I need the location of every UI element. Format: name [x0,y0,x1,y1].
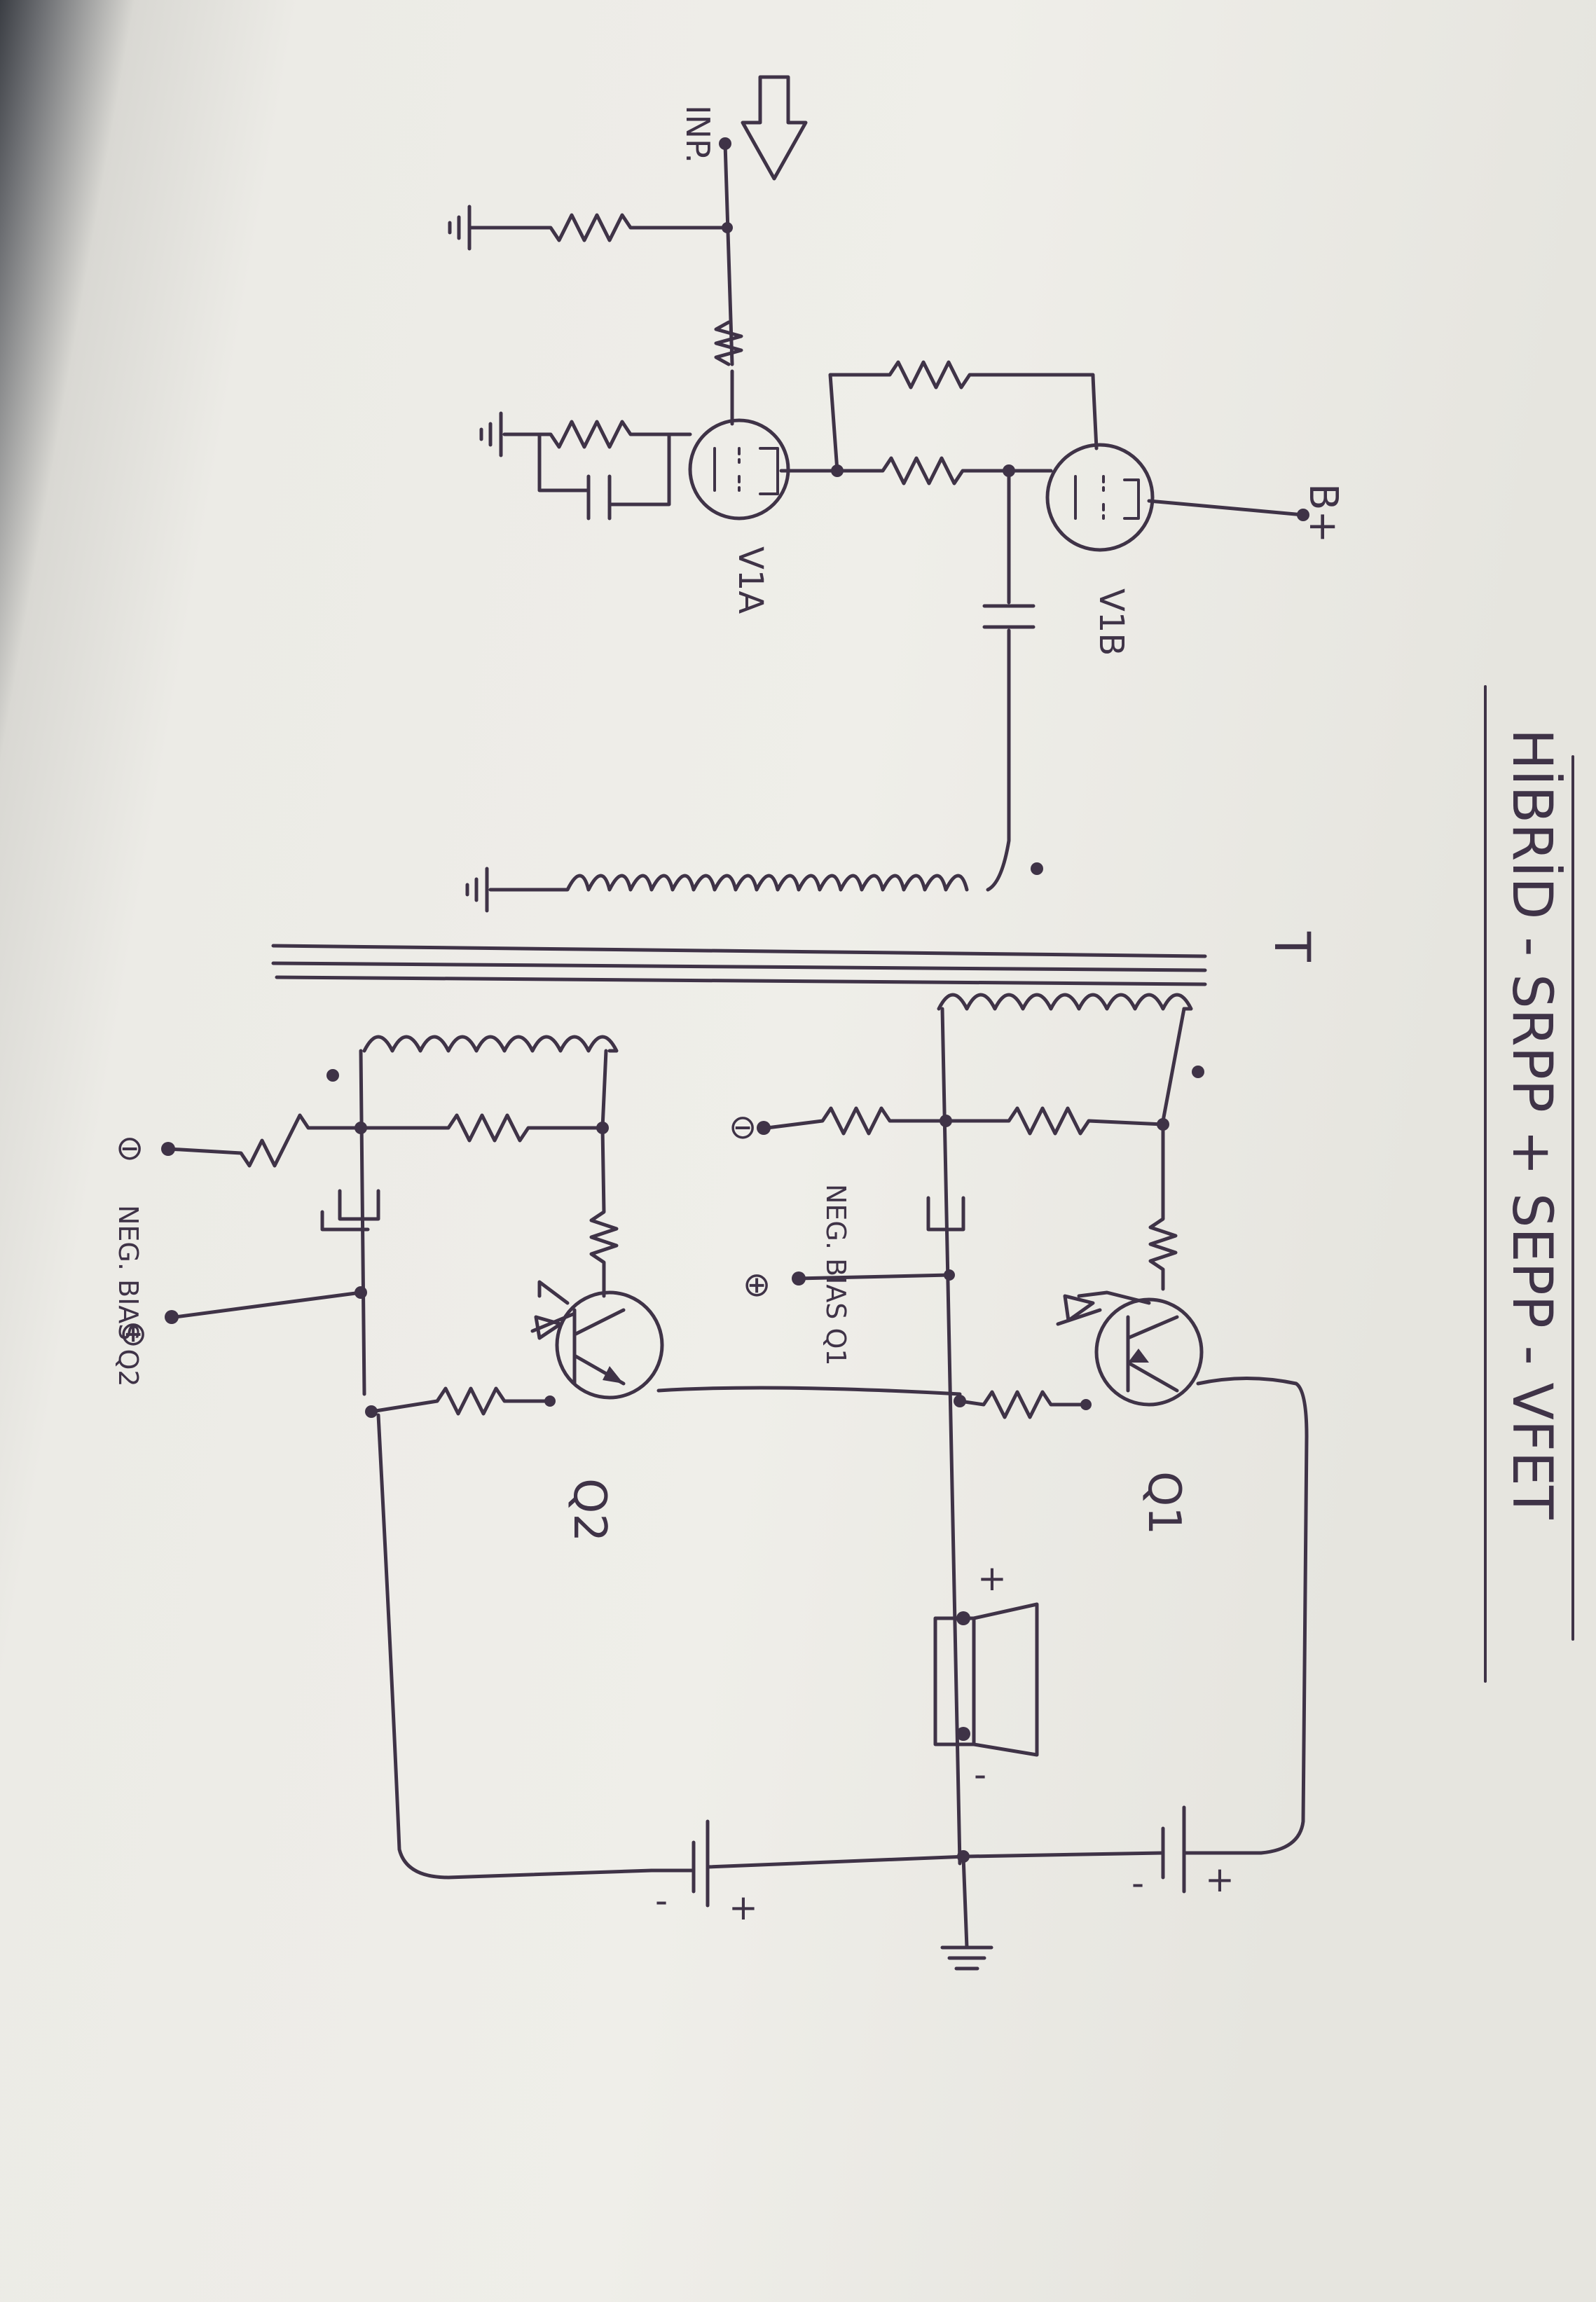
q1-secondary-phase-dot [1192,1066,1204,1078]
q1-zener-diode [1056,1290,1151,1326]
speaker-icon [933,1602,1039,1757]
battery-2 [965,1805,1207,1894]
ground-symbol-output [940,1945,993,1971]
q2-source-resistor [369,1386,552,1416]
ground-symbol-primary [465,867,489,913]
q2-drain-to-center-wire [656,1386,962,1396]
speaker-plus-label: + [977,1558,1007,1599]
q1-winding-right-wire [1161,1007,1186,1123]
tube-v1b-label: V1B [1092,588,1131,656]
q2-transistor [555,1290,664,1400]
srpp-cathode-resistor [835,456,1011,485]
q1-bias-plus-terminal [792,1271,806,1286]
q2-negative-rail [376,1413,654,1880]
q2-bias-resistor [166,1113,363,1168]
q2-bias-capacitor [338,1189,380,1221]
q1-bias-capacitor [926,1196,965,1232]
q1-drain-resistor [1148,1122,1178,1291]
q1-transistor [1094,1297,1204,1407]
cathode-bypass-wire-2 [537,432,591,492]
b-plus-terminal [1297,509,1309,521]
battery-1-plus: + [729,1887,758,1928]
tube-v1a-label: V1A [731,546,770,614]
coupling-capacitor [982,604,1036,629]
srpp-feedback-resistor [828,360,1099,473]
q2-bias-plus: ⊕ [119,1314,147,1353]
battery-2-minus: - [1131,1863,1144,1903]
battery-1-minus: - [655,1880,668,1921]
q1-bias-resistor [765,1106,948,1136]
q1-bias-text: NEG. BIAS Q1 [820,1184,851,1366]
cathode-bypass-capacitor [586,474,612,521]
transformer-primary-winding [488,874,969,892]
battery-1 [649,1819,969,1908]
input-arrow-icon [741,75,808,181]
q1-positive-rail [1196,1377,1309,1855]
grid-leak-resistor [467,213,729,242]
input-wire [723,142,734,366]
q1-label: Q1 [1138,1471,1190,1535]
cathode-resistor-v1a [502,420,692,449]
b-plus-label: B+ [1300,483,1346,543]
input-label: INP. [679,105,717,163]
speaker-plus-terminal [956,1611,970,1625]
center-rail-node [954,1395,966,1407]
primary-phase-dot [1031,862,1043,875]
q2-bias-minus: ⊖ [116,1129,144,1168]
q2-zener-diode [530,1280,577,1340]
center-rail [940,1007,962,1866]
q1-bias-plus: ⊕ [743,1265,771,1304]
q2-label: Q2 [563,1478,615,1542]
q1-secondary-winding [937,993,1193,1011]
ground-symbol-input [448,205,472,251]
q2-secondary-phase-dot [326,1069,339,1082]
q2-secondary-winding [362,1035,619,1053]
transformer-core-line-3 [275,975,1207,986]
speaker-minus-terminal [956,1727,970,1741]
battery-2-plus: + [1205,1859,1234,1900]
title-text: HİBRİD - SRPP + SEPP - VFET [1500,729,1564,1519]
q2-drain-resistor [589,1126,619,1298]
speaker-minus-label: - [974,1754,986,1795]
b-plus-wire [1147,499,1305,517]
q2-bias-plus-terminal [165,1310,179,1324]
q1-bias-minus-terminal [757,1121,771,1135]
q2-bias-capacitor-plate [320,1210,370,1232]
q1-bias-minus: ⊖ [729,1108,757,1147]
q2-bias-plus-wire [173,1290,363,1319]
grid-stopper-resistor [714,320,743,366]
cathode-bypass-wire [607,432,671,506]
coupling-wire-2 [986,628,1011,892]
q2-winding-right-wire [600,1049,608,1130]
q1-source-resistor [958,1390,1088,1419]
tube-v1b [1045,443,1155,552]
q1-gate-resistor [944,1106,1165,1136]
transformer-core-line-2 [271,961,1207,972]
q2-source-resistor-end [365,1405,378,1418]
tube-v1a [688,369,790,521]
q2-bias-text: NEG. BIAS Q2 [113,1205,144,1387]
q2-bias-minus-terminal [161,1142,175,1156]
transformer-label: T [1263,931,1321,962]
q2-gate-rail [359,1049,366,1396]
ground-wire [961,1854,969,1950]
q1-bias-plus-wire [797,1273,951,1281]
q2-gate-resistor [359,1113,605,1143]
transformer-core-line-1 [271,944,1207,958]
ground-symbol-cathode [479,411,503,457]
